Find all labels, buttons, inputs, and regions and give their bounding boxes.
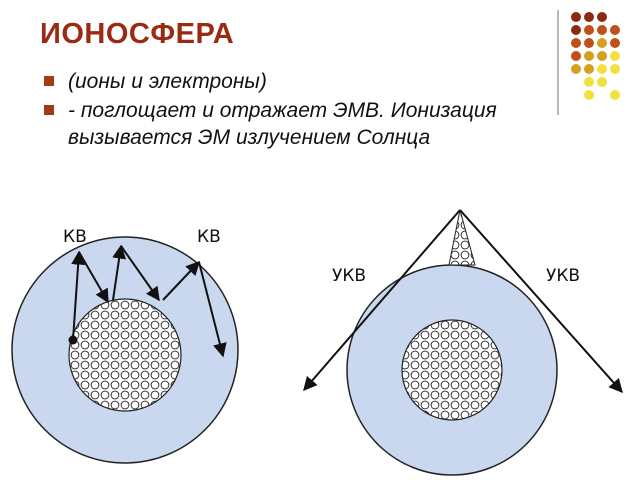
bullet-item: (ионы и электроны) [44, 68, 544, 95]
divider-line [557, 10, 559, 115]
decor-dot [571, 64, 581, 74]
decor-dot [571, 25, 581, 35]
bullet-item: - поглощает и отражает ЭМВ. Ионизация вы… [44, 97, 544, 151]
earth-right [401, 319, 503, 421]
earth-left [68, 298, 182, 412]
bullet-list: (ионы и электроны) - поглощает и отражае… [44, 68, 544, 153]
decor-dot [610, 51, 620, 61]
bullet-icon [44, 105, 54, 115]
bullet-text-1: (ионы и электроны) [68, 70, 267, 93]
decor-dot [584, 25, 594, 35]
decor-dot [610, 25, 620, 35]
decor-dot [584, 64, 594, 74]
decor-dot [584, 51, 594, 61]
decor-dot [597, 51, 607, 61]
page-title: ИОНОСФЕРА [40, 18, 235, 50]
radiation-cone [448, 209, 476, 266]
decor-dot [610, 64, 620, 74]
decor-dot [610, 90, 620, 100]
decor-dot [610, 38, 620, 48]
decor-dot [597, 77, 607, 87]
kv-diagram: КВ КВ [11, 227, 239, 464]
ukv-wave-paths [303, 209, 623, 394]
decor-dot [597, 38, 607, 48]
decor-dot [571, 12, 581, 22]
bullet-text-2: - поглощает и отражает ЭМВ. Ионизация вы… [68, 99, 497, 149]
ukv-label-right: УКВ [546, 266, 580, 286]
decor-dot [584, 90, 594, 100]
decor-dot [571, 38, 581, 48]
ukv-diagram: УКВ УКВ [303, 209, 623, 476]
decor-dot [584, 12, 594, 22]
decor-dot [571, 51, 581, 61]
decor-dot [597, 25, 607, 35]
decor-dot [584, 38, 594, 48]
kv-label-left: КВ [63, 227, 87, 247]
decor-dot [597, 12, 607, 22]
decorative-dots [571, 12, 620, 100]
decor-dot [597, 64, 607, 74]
bullet-icon [44, 76, 54, 86]
ukv-label-left: УКВ [332, 266, 366, 286]
kv-wave-paths [71, 244, 227, 358]
kv-label-right: КВ [197, 227, 221, 247]
decor-dot [584, 77, 594, 87]
